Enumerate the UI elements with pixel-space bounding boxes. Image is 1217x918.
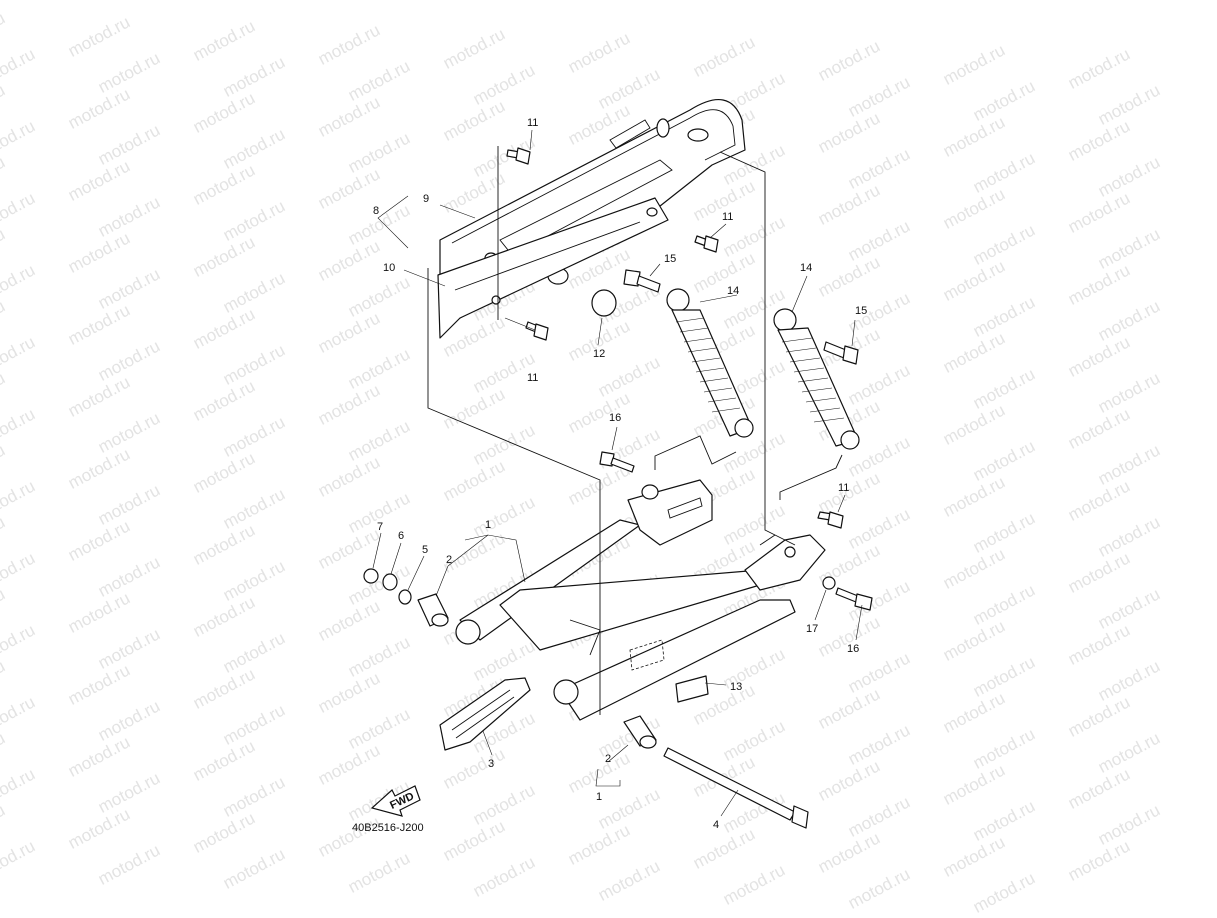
leader-lines [372, 129, 863, 817]
callout-13: 13 [730, 681, 742, 693]
washer-17 [822, 576, 836, 590]
bolt-11-right [694, 235, 719, 253]
callout-8: 8 [373, 205, 379, 217]
callout-11-c: 11 [527, 372, 538, 384]
callout-2-a: 2 [446, 554, 452, 566]
swingarm [455, 479, 826, 721]
nut-7 [363, 568, 379, 584]
pivot-shaft-4 [663, 747, 809, 829]
chain-case [437, 99, 746, 339]
bushing-2-upper [417, 593, 449, 627]
fwd-arrow-icon: FWD [370, 785, 421, 817]
callout-5: 5 [422, 544, 428, 556]
callout-11-a: 11 [527, 117, 538, 129]
bolt-11-left [525, 321, 549, 341]
bushing-2-lower [623, 715, 657, 749]
callout-11-d: 11 [838, 482, 849, 494]
callout-9: 9 [423, 193, 429, 205]
diagram-code: 40B2516-J200 [352, 822, 424, 834]
callout-14-b: 14 [800, 262, 812, 274]
callout-16-b: 16 [847, 643, 859, 655]
callout-15-a: 15 [664, 253, 676, 265]
shock-absorber-right [773, 308, 860, 450]
washer-5 [398, 589, 412, 605]
callout-16-a: 16 [609, 412, 621, 424]
callout-3: 3 [488, 758, 494, 770]
callout-1-a: 1 [485, 519, 491, 531]
callout-14-a: 14 [727, 285, 739, 297]
bolt-11-lower [817, 511, 844, 529]
bolt-16-lower [835, 587, 873, 611]
callout-17: 17 [806, 623, 818, 635]
cap-12 [591, 289, 617, 317]
callout-10: 10 [383, 262, 395, 274]
callout-11-b: 11 [722, 211, 733, 223]
callout-12: 12 [593, 348, 605, 360]
callout-2-b: 2 [605, 753, 611, 765]
callout-4: 4 [713, 819, 719, 831]
chain-guard [439, 677, 531, 751]
callout-15-b: 15 [855, 305, 867, 317]
bolt-15-left [623, 269, 661, 293]
bolt-16-top [599, 451, 635, 473]
shock-absorber-left [666, 288, 754, 438]
bolt-15-right [823, 341, 859, 365]
callout-6: 6 [398, 530, 404, 542]
bolt-11-top [506, 147, 531, 165]
callout-7: 7 [377, 521, 383, 533]
washer-6 [382, 573, 398, 591]
label-13 [675, 675, 709, 703]
callout-1-b: 1 [596, 791, 602, 803]
